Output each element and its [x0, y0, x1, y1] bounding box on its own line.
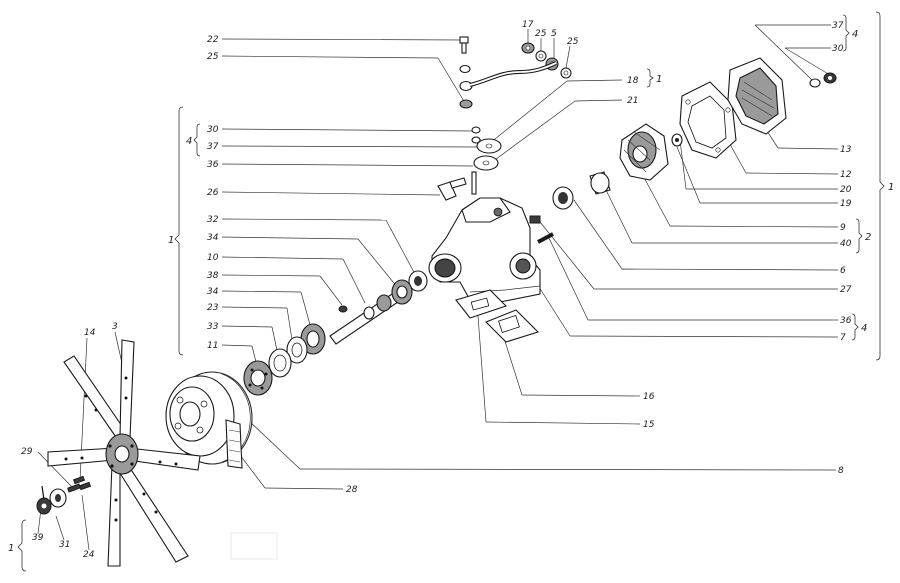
callout-7: 7	[840, 333, 846, 343]
part-gasket-15	[455, 289, 508, 319]
bracket-2-right: 2	[865, 232, 871, 243]
part-seal-23	[286, 336, 308, 364]
part-bolts-14	[72, 475, 92, 491]
callout-25: 25	[567, 37, 579, 47]
watermark-frame	[230, 532, 278, 560]
bracket-4-left: 4	[186, 136, 192, 147]
callout-24: 24	[83, 550, 95, 560]
callout-6: 6	[840, 266, 846, 276]
callout-37: 37	[207, 142, 219, 152]
bracket-1-right: 1	[888, 182, 894, 193]
bracket-labels: 1 4 1 4 1 2 4 1	[8, 29, 894, 554]
part-nut-37-30	[809, 72, 837, 88]
callout-39: 39	[32, 533, 44, 543]
part-washers-19-20	[671, 133, 683, 147]
callout-38: 38	[207, 271, 219, 281]
part-bearing-34b	[300, 323, 326, 355]
bracket-4-topright: 4	[852, 29, 858, 40]
callout-5: 5	[551, 29, 557, 39]
part-pump-housing	[428, 197, 541, 303]
callout-37: 37	[832, 21, 844, 31]
part-fan-3	[47, 339, 201, 567]
part-sleeve-6	[552, 186, 574, 210]
callout-15: 15	[643, 420, 655, 430]
callout-10: 10	[207, 253, 219, 263]
callout-8: 8	[838, 466, 844, 476]
callout-33: 33	[207, 322, 219, 332]
part-gasket-16	[485, 309, 540, 343]
callout-29: 29	[21, 447, 33, 457]
part-nut-31	[36, 497, 52, 515]
callout-3: 3	[112, 322, 118, 332]
callout-20: 20	[840, 185, 852, 195]
callout-36: 36	[207, 160, 219, 170]
part-hub-11	[243, 360, 273, 396]
part-bearing-32	[408, 270, 428, 292]
part-bearing-34a	[391, 279, 413, 305]
bracket-4-right: 4	[861, 323, 867, 334]
part-key-38	[338, 305, 348, 313]
callout-28: 28	[346, 485, 358, 495]
callout-labels: 22 25 17 25 5 25 18 21 30 37 36 26 32 34…	[21, 20, 852, 560]
callout-31: 31	[59, 540, 70, 550]
callout-9: 9	[840, 223, 846, 233]
part-washer-24	[49, 488, 67, 508]
part-ring-33	[268, 348, 292, 378]
callout-22: 22	[207, 35, 219, 45]
callout-16: 16	[643, 392, 655, 402]
part-bolt-22	[459, 36, 469, 54]
bracket-1-top: 1	[656, 74, 662, 85]
part-bushing-40	[589, 171, 611, 195]
part-elbow-26	[437, 177, 467, 201]
callout-18: 18	[627, 76, 639, 86]
callout-21: 21	[627, 96, 638, 106]
callout-27: 27	[840, 285, 852, 295]
callout-25: 25	[535, 29, 547, 39]
callout-17: 17	[522, 20, 534, 30]
callout-14: 14	[84, 328, 96, 338]
part-gasket-12	[679, 81, 737, 159]
bracket-1-bottom: 1	[8, 543, 14, 554]
callout-40: 40	[840, 239, 852, 249]
callout-19: 19	[840, 199, 852, 209]
callout-36: 36	[840, 316, 852, 326]
callout-34: 34	[207, 233, 219, 243]
callout-23: 23	[207, 303, 219, 313]
callout-32: 32	[207, 215, 219, 225]
callout-25: 25	[207, 52, 219, 62]
part-impeller-9	[619, 123, 669, 181]
part-washers-30-37	[471, 126, 502, 195]
callout-34: 34	[207, 287, 219, 297]
part-belt-28	[225, 419, 243, 469]
callout-12: 12	[840, 170, 852, 180]
part-screw-29	[67, 483, 81, 493]
callout-13: 13	[840, 145, 852, 155]
callout-11: 11	[207, 341, 218, 351]
part-plug-27	[529, 215, 541, 224]
part-stud-36	[537, 232, 554, 244]
callout-30: 30	[832, 44, 844, 54]
bracket-1-left: 1	[168, 235, 174, 246]
callout-30: 30	[207, 125, 219, 135]
brackets	[17, 11, 885, 572]
part-cover-13	[727, 57, 787, 135]
callout-26: 26	[207, 188, 219, 198]
